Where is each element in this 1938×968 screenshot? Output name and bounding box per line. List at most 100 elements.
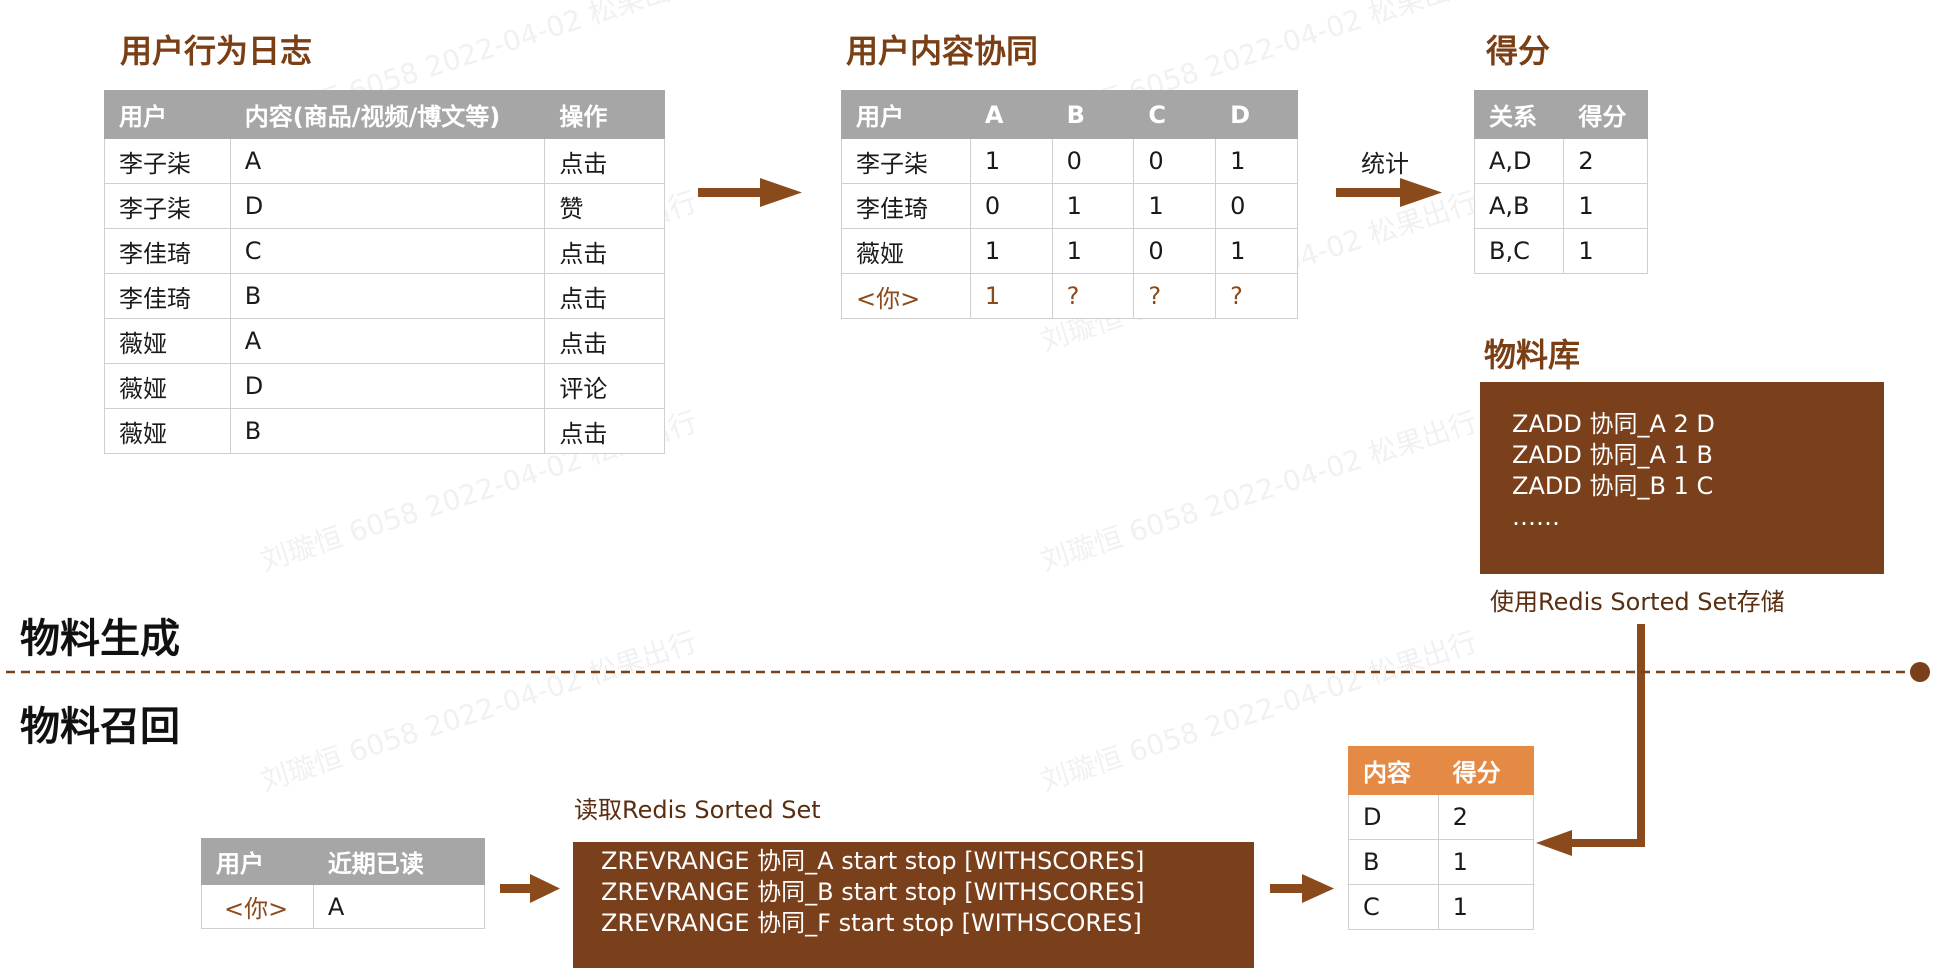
table-cell: 0 bbox=[1133, 138, 1217, 184]
arrow-right-icon bbox=[1336, 178, 1442, 207]
table-cell: 点击 bbox=[544, 273, 665, 319]
table-cell: 1 bbox=[1563, 183, 1648, 229]
table-cell: 点击 bbox=[544, 228, 665, 274]
table-cell: 赞 bbox=[544, 183, 665, 229]
table-cell: C bbox=[1348, 884, 1439, 930]
scores-title: 得分 bbox=[1486, 32, 1551, 70]
matrix-title: 用户内容协同 bbox=[846, 32, 1039, 70]
user-content-matrix-table: 用户 A B C D 李子柒 1 0 0 1 李佳琦 0 1 1 0 薇娅 1 … bbox=[841, 90, 1298, 319]
table-row: <你> A bbox=[201, 884, 486, 929]
table-cell: 点击 bbox=[544, 318, 665, 364]
table-cell: 薇娅 bbox=[104, 363, 231, 409]
table-header-row: 内容 得分 bbox=[1348, 746, 1535, 795]
table-cell: 李佳琦 bbox=[104, 228, 231, 274]
table-cell: 点击 bbox=[544, 408, 665, 454]
table-cell: 薇娅 bbox=[841, 228, 971, 274]
table-cell: ? bbox=[1051, 273, 1135, 319]
column-header: 操作 bbox=[544, 90, 665, 139]
column-header: 用户 bbox=[841, 90, 971, 139]
library-title: 物料库 bbox=[1484, 336, 1581, 374]
table-cell: 1 bbox=[1437, 884, 1535, 930]
read-commands-box: ZREVRANGE 协同_A start stop [WITHSCORES] ZR… bbox=[573, 842, 1254, 968]
table-cell: ? bbox=[1133, 273, 1217, 319]
table-cell: 0 bbox=[969, 183, 1053, 229]
code-line: ZADD 协同_A 2 D bbox=[1512, 410, 1715, 438]
table-cell: 1 bbox=[1051, 183, 1135, 229]
table-row: 薇娅 D 评论 bbox=[104, 363, 665, 409]
elbow-arrow-icon bbox=[1536, 624, 1645, 856]
table-header-row: 用户 近期已读 bbox=[201, 838, 486, 885]
table-cell: D bbox=[229, 363, 546, 409]
table-row: 薇娅 1 1 0 1 bbox=[841, 228, 1298, 274]
library-caption: 使用Redis Sorted Set存储 bbox=[1490, 588, 1785, 616]
stat-label: 统计 bbox=[1361, 150, 1409, 178]
table-row: 李子柒 D 赞 bbox=[104, 183, 665, 229]
table-row: 李佳琦 C 点击 bbox=[104, 228, 665, 274]
table-cell: <你> bbox=[841, 273, 971, 319]
section-divider bbox=[6, 662, 1930, 682]
table-cell: D bbox=[229, 183, 546, 229]
table-cell: 评论 bbox=[544, 363, 665, 409]
column-header: 关系 bbox=[1473, 90, 1565, 139]
table-cell: ? bbox=[1215, 273, 1298, 319]
table-row: 李佳琦 0 1 1 0 bbox=[841, 183, 1298, 229]
arrow-right-icon bbox=[1270, 874, 1334, 903]
table-header-row: 用户 A B C D bbox=[841, 90, 1298, 139]
section-label-generation: 物料生成 bbox=[20, 616, 180, 662]
table-header-row: 用户 内容(商品/视频/博文等) 操作 bbox=[104, 90, 665, 139]
table-cell: 0 bbox=[1215, 183, 1298, 229]
table-cell: 点击 bbox=[544, 138, 665, 184]
table-cell: 1 bbox=[1215, 228, 1298, 274]
table-cell: 薇娅 bbox=[104, 408, 231, 454]
result-table: 内容 得分 D 2 B 1 C 1 bbox=[1348, 746, 1535, 930]
table-row: B 1 bbox=[1348, 839, 1535, 885]
table-row: <你> 1 ? ? ? bbox=[841, 273, 1298, 319]
column-header: 内容(商品/视频/博文等) bbox=[229, 90, 546, 139]
read-caption: 读取Redis Sorted Set bbox=[574, 796, 821, 824]
table-cell: <你> bbox=[201, 884, 314, 929]
table-row: 李子柒 1 0 0 1 bbox=[841, 138, 1298, 184]
table-row: B,C 1 bbox=[1473, 228, 1648, 274]
table-row: 李佳琦 B 点击 bbox=[104, 273, 665, 319]
column-header: D bbox=[1215, 90, 1298, 139]
arrow-right-icon bbox=[500, 874, 560, 903]
column-header: 近期已读 bbox=[312, 838, 486, 885]
log-title: 用户行为日志 bbox=[120, 32, 313, 70]
table-row: C 1 bbox=[1348, 884, 1535, 930]
table-cell: 李佳琦 bbox=[104, 273, 231, 319]
recent-read-table: 用户 近期已读 <你> A bbox=[201, 838, 486, 929]
section-label-recall: 物料召回 bbox=[20, 704, 180, 750]
table-cell: 2 bbox=[1563, 138, 1648, 184]
table-cell: 1 bbox=[969, 228, 1053, 274]
table-cell: 0 bbox=[1051, 138, 1135, 184]
code-line: ZREVRANGE 协同_B start stop [WITHSCORES] bbox=[601, 878, 1145, 906]
table-cell: 1 bbox=[969, 138, 1053, 184]
table-cell: A bbox=[229, 318, 546, 364]
column-header: 用户 bbox=[104, 90, 231, 139]
column-header: 用户 bbox=[201, 838, 314, 885]
table-cell: B bbox=[229, 273, 546, 319]
table-row: 薇娅 A 点击 bbox=[104, 318, 665, 364]
column-header: C bbox=[1133, 90, 1217, 139]
column-header: A bbox=[969, 90, 1053, 139]
table-cell: 1 bbox=[969, 273, 1053, 319]
column-header: 得分 bbox=[1437, 746, 1535, 795]
code-line: ZADD 协同_A 1 B bbox=[1512, 441, 1713, 469]
table-cell: 1 bbox=[1563, 228, 1648, 274]
table-cell: 李佳琦 bbox=[841, 183, 971, 229]
table-cell: B bbox=[229, 408, 546, 454]
table-cell: 1 bbox=[1437, 839, 1535, 885]
code-line: ZREVRANGE 协同_F start stop [WITHSCORES] bbox=[601, 909, 1142, 937]
scores-table: 关系 得分 A,D 2 A,B 1 B,C 1 bbox=[1473, 90, 1648, 274]
table-row: 薇娅 B 点击 bbox=[104, 408, 665, 454]
table-cell: B,C bbox=[1473, 228, 1565, 274]
table-cell: 薇娅 bbox=[104, 318, 231, 364]
behavior-log-table: 用户 内容(商品/视频/博文等) 操作 李子柒 A 点击 李子柒 D 赞 李佳琦… bbox=[104, 90, 665, 454]
column-header: 得分 bbox=[1563, 90, 1648, 139]
table-cell: 0 bbox=[1133, 228, 1217, 274]
code-line: ZREVRANGE 协同_A start stop [WITHSCORES] bbox=[601, 847, 1145, 875]
code-line: …… bbox=[1512, 503, 1560, 531]
table-header-row: 关系 得分 bbox=[1473, 90, 1648, 139]
